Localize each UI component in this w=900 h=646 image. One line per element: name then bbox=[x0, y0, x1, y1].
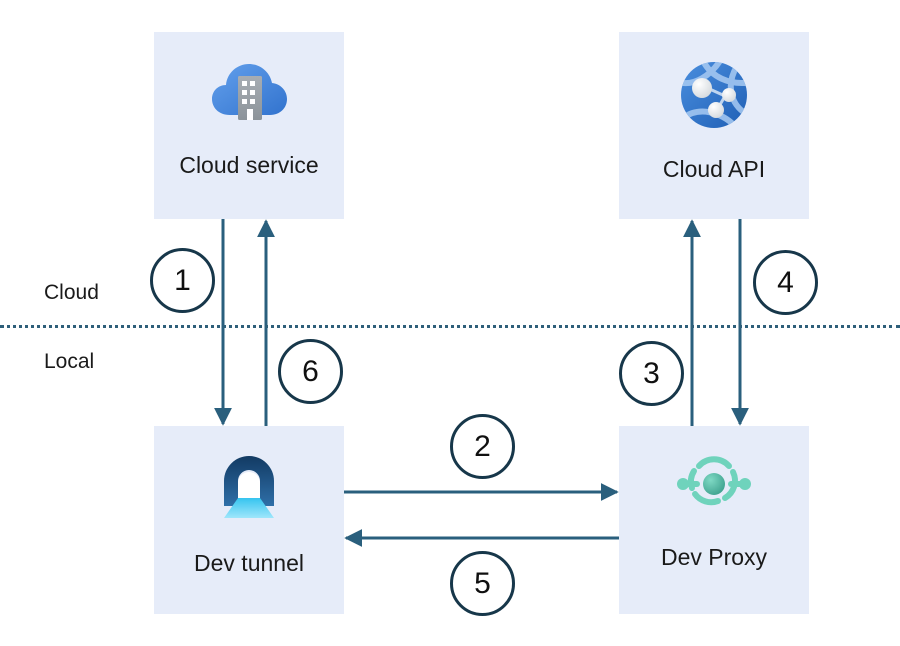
node-cloud-service[interactable]: Cloud service bbox=[154, 32, 344, 219]
step-badge-3-number: 3 bbox=[643, 356, 660, 390]
step-badge-1: 1 bbox=[150, 248, 215, 313]
zone-label-cloud: Cloud bbox=[44, 281, 99, 304]
dev-proxy-target-icon bbox=[675, 454, 753, 519]
node-label-cloud-service: Cloud service bbox=[179, 152, 319, 178]
node-cloud-api[interactable]: Cloud API bbox=[619, 32, 809, 219]
step-badge-3: 3 bbox=[619, 341, 684, 406]
tunnel-icon bbox=[216, 454, 282, 525]
step-badge-2-number: 2 bbox=[474, 429, 491, 463]
step-badge-4-number: 4 bbox=[777, 265, 794, 299]
step-badge-6: 6 bbox=[278, 339, 343, 404]
step-badge-5: 5 bbox=[450, 551, 515, 616]
node-label-cloud-api: Cloud API bbox=[662, 156, 766, 182]
cloud-local-divider bbox=[0, 325, 900, 328]
node-dev-proxy[interactable]: Dev Proxy bbox=[619, 426, 809, 614]
step-badge-5-number: 5 bbox=[474, 566, 491, 600]
step-badge-2: 2 bbox=[450, 414, 515, 479]
node-label-dev-proxy: Dev Proxy bbox=[660, 544, 768, 570]
step-badge-6-number: 6 bbox=[302, 354, 319, 388]
step-badge-1-number: 1 bbox=[174, 263, 191, 297]
globe-network-icon bbox=[679, 60, 749, 135]
node-label-dev-tunnel: Dev tunnel bbox=[194, 550, 304, 576]
step-badge-4: 4 bbox=[753, 250, 818, 315]
zone-label-local: Local bbox=[44, 350, 95, 373]
cloud-building-icon bbox=[210, 60, 288, 131]
node-dev-tunnel[interactable]: Dev tunnel bbox=[154, 426, 344, 614]
